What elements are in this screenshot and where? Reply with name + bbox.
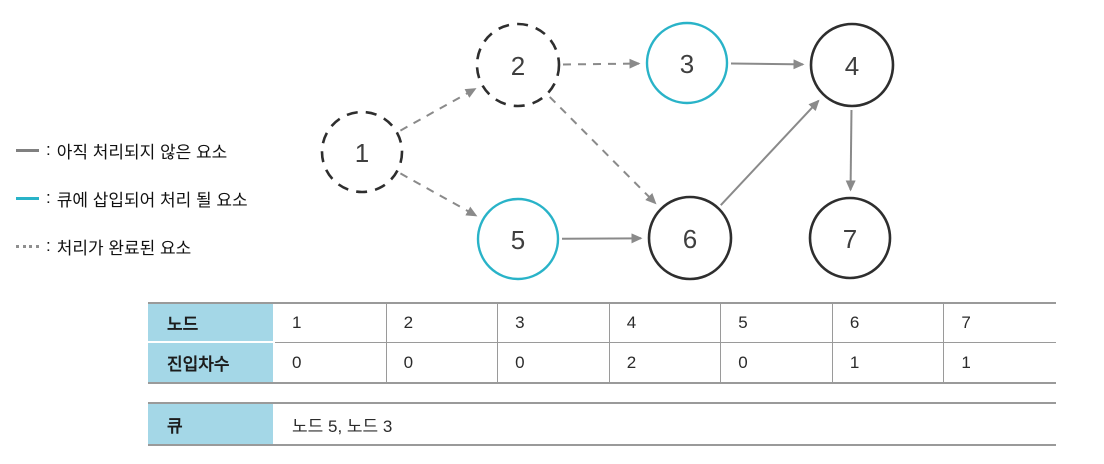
legend-label-done: 처리가 완료된 요소 xyxy=(56,238,192,258)
edge-4-7 xyxy=(845,109,856,192)
node-6: 6 xyxy=(647,195,733,281)
node-3: 3 xyxy=(645,21,729,105)
node-cell: 2 xyxy=(386,304,499,343)
indegree-cell: 1 xyxy=(833,343,945,382)
node-label-6: 6 xyxy=(683,224,697,254)
edge-1-2 xyxy=(399,87,477,132)
indegree-cell: 2 xyxy=(610,343,722,382)
indegree-cell: 0 xyxy=(498,343,610,382)
row-header-indegree: 진입차수 xyxy=(148,343,275,382)
solid-gray-line-mark xyxy=(16,148,39,152)
legend-item-queued: : 큐에 삽입되어 처리 될 요소 xyxy=(16,186,248,210)
queue-contents: 노드 5, 노드 3 xyxy=(292,416,393,436)
node-label-1: 1 xyxy=(355,138,369,168)
legend-colon: : xyxy=(46,236,51,255)
node-4: 4 xyxy=(809,22,895,108)
node-5: 5 xyxy=(476,197,560,281)
indegree-cell: 0 xyxy=(275,343,387,382)
legend-label-unprocessed: 아직 처리되지 않은 요소 xyxy=(56,142,228,162)
indegree-cell: 0 xyxy=(721,343,833,382)
edge-1-5 xyxy=(399,172,478,217)
node-label-4: 4 xyxy=(845,51,859,81)
node-label-3: 3 xyxy=(680,49,694,79)
queue-row-header: 큐 xyxy=(148,404,275,444)
row-header-node: 노드 xyxy=(148,304,275,343)
node-7: 7 xyxy=(808,196,892,280)
legend-colon: : xyxy=(46,188,51,207)
indegree-cell: 1 xyxy=(961,352,971,372)
indegree-cell: 0 xyxy=(387,343,499,382)
dotted-line-mark xyxy=(16,244,39,248)
node-cell: 4 xyxy=(609,304,722,343)
node-label-2: 2 xyxy=(511,51,525,81)
table-row-indegrees: 진입차수 0 0 0 2 0 1 1 xyxy=(148,343,1056,382)
node-cell: 6 xyxy=(832,304,945,343)
legend-item-done: : 처리가 완료된 요소 xyxy=(16,234,248,258)
edge-2-6 xyxy=(549,96,657,205)
edge-2-3 xyxy=(562,58,641,69)
topology-graph: 1 2 3 4 5 6 7 xyxy=(320,21,895,281)
legend: : 아직 처리되지 않은 요소 : 큐에 삽입되어 처리 될 요소 : 처리가 … xyxy=(16,138,248,282)
node-label-5: 5 xyxy=(511,225,525,255)
cyan-line-mark xyxy=(16,196,39,200)
legend-item-unprocessed: : 아직 처리되지 않은 요소 xyxy=(16,138,248,162)
indegree-table: 노드 1 2 3 4 5 6 7 진입차수 0 0 0 2 0 1 1 xyxy=(148,302,1056,384)
node-1: 1 xyxy=(320,110,404,194)
edge-6-4 xyxy=(720,99,820,206)
node-cell: 1 xyxy=(275,304,387,343)
node-2: 2 xyxy=(475,22,561,108)
legend-colon: : xyxy=(46,140,51,159)
edge-3-4 xyxy=(730,59,805,70)
node-cell: 5 xyxy=(721,304,833,343)
node-cell: 3 xyxy=(498,304,610,343)
legend-label-queued: 큐에 삽입되어 처리 될 요소 xyxy=(56,190,248,210)
node-cell: 7 xyxy=(944,304,1056,343)
table-row-nodes: 노드 1 2 3 4 5 6 7 xyxy=(148,304,1056,343)
queue-table: 큐 노드 5, 노드 3 xyxy=(148,402,1056,446)
node-label-7: 7 xyxy=(843,224,857,254)
